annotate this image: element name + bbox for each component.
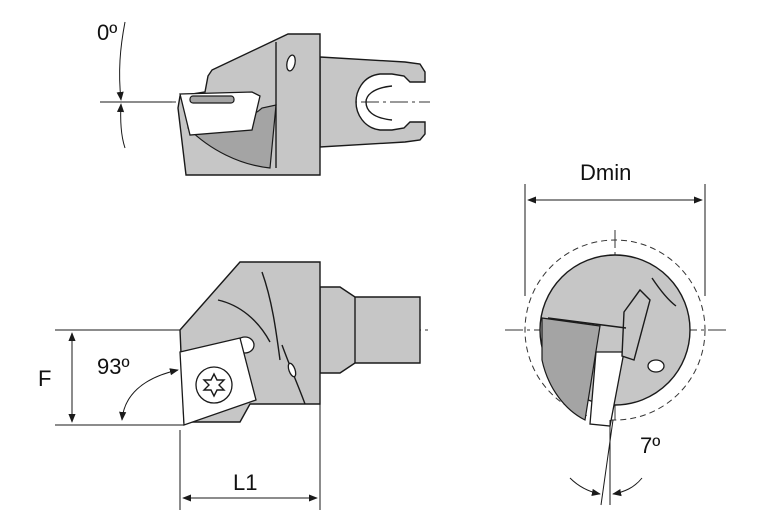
dim-dmin-label: Dmin xyxy=(580,160,631,185)
clearance-inclined xyxy=(600,419,614,506)
front-view-hole xyxy=(647,359,665,373)
side-view-side-hole xyxy=(287,362,297,378)
torx-screw xyxy=(195,366,233,404)
clearance-arc-right xyxy=(612,477,643,497)
torx-screw-socket xyxy=(202,372,226,398)
front-view-face-line xyxy=(547,317,627,329)
front-view-wedge xyxy=(621,288,651,361)
front-view: Dmin 7º xyxy=(505,160,727,506)
clearance-arc-left xyxy=(569,477,601,496)
side-view-curve-3 xyxy=(281,344,306,405)
side-angle-arc xyxy=(119,368,179,421)
side-view-curve-2 xyxy=(261,271,281,361)
angle-top-label: 0º xyxy=(97,20,117,45)
top-view-clamp-shank xyxy=(319,56,426,148)
top-view-insert-seat xyxy=(189,95,235,104)
dim-f-label: F xyxy=(38,366,51,391)
top-view: 0º xyxy=(97,20,430,176)
top-view-angle-arc xyxy=(116,21,126,101)
side-view: F 93º L1 xyxy=(38,261,430,510)
top-view-angle-arc-lower xyxy=(116,103,126,149)
top-view-clamp-arc xyxy=(365,85,393,121)
front-view-shaded-segment xyxy=(541,317,601,421)
top-view-screw-hole xyxy=(286,54,296,72)
angle-clearance-label: 7º xyxy=(640,433,660,458)
dim-l1-label: L1 xyxy=(233,470,257,495)
angle-side-label: 93º xyxy=(97,354,130,379)
side-view-shank xyxy=(319,286,421,374)
side-view-curve-1 xyxy=(217,299,271,343)
front-view-wedge-curve xyxy=(651,277,677,307)
dmin-circle xyxy=(524,239,706,421)
